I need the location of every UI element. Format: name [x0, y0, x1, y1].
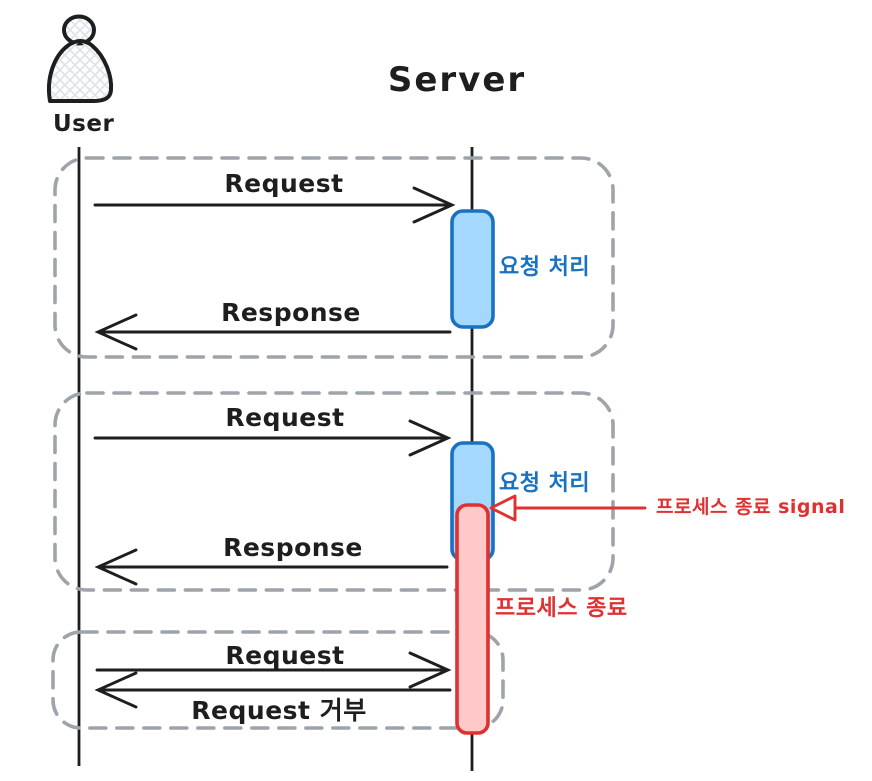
- arrow-request-1: [93, 186, 456, 224]
- request-label-1: Request: [224, 169, 344, 198]
- arrow-response-2: [94, 548, 449, 586]
- response-label-2: Response: [223, 533, 363, 562]
- interaction-frame-1: [53, 156, 615, 359]
- termination-label: 프로세스 종료: [495, 596, 628, 621]
- arrow-request-3: [95, 651, 452, 689]
- request-label-3: Request: [225, 641, 345, 670]
- response-label-1: Response: [221, 298, 361, 327]
- arrow-request-2: [93, 419, 452, 457]
- request-label-2: Request: [225, 403, 345, 432]
- user-label: User: [53, 111, 115, 137]
- processing-label-1: 요청 처리: [499, 255, 591, 280]
- interaction-frame-2: [53, 391, 615, 592]
- termination-signal-label: 프로세스 종료 signal: [656, 496, 846, 518]
- activation-termination: [455, 503, 490, 735]
- arrow-response-1: [94, 313, 452, 351]
- arrow-request-reject: [94, 671, 452, 709]
- server-title: Server: [387, 60, 527, 100]
- processing-label-2: 요청 처리: [499, 471, 591, 496]
- request-reject-label: Request 거부: [191, 696, 367, 725]
- arrow-termination-signal: [489, 494, 647, 522]
- user-icon: [47, 14, 114, 103]
- activation-processing-1: [450, 209, 495, 329]
- interaction-frame-3: [51, 630, 505, 730]
